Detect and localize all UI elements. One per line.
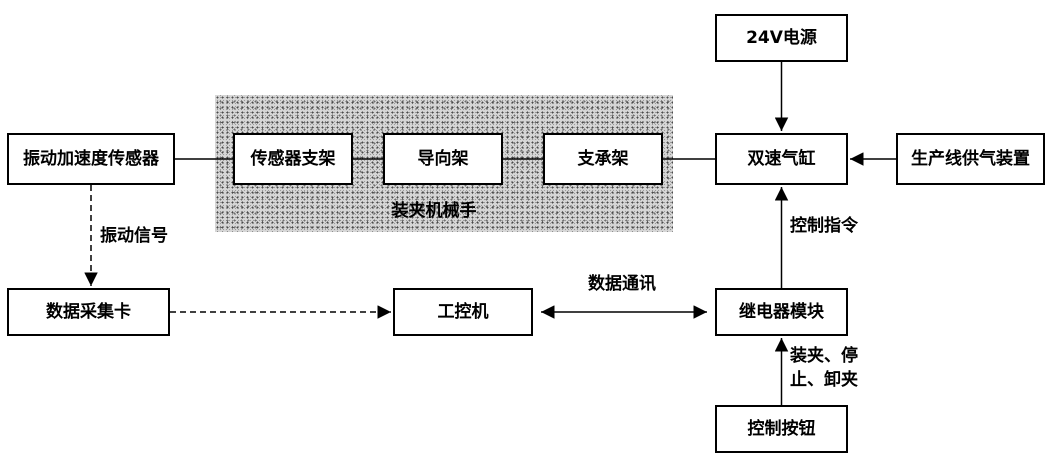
node-data-acquisition-card: 数据采集卡 [7,288,170,336]
node-dual-speed-cylinder: 双速气缸 [715,133,848,185]
node-guide-frame: 导向架 [383,133,503,185]
edge-label-data-communication: 数据通讯 [588,274,656,294]
edge-label-clamp-stop-unclamp: 装夹、停 止、卸夹 [790,346,858,390]
node-24v-power-supply: 24V电源 [715,14,848,62]
node-support-frame: 支承架 [543,133,663,185]
node-vibration-acceleration-sensor: 振动加速度传感器 [7,133,175,185]
edge-label-control-command: 控制指令 [790,216,858,236]
node-relay-module: 继电器模块 [715,288,848,336]
node-production-line-gas-supply: 生产线供气装置 [896,133,1045,185]
node-industrial-computer: 工控机 [393,288,533,336]
node-sensor-bracket: 传感器支架 [233,133,353,185]
edge-label-vibration-signal: 振动信号 [100,226,168,246]
manipulator-group-label: 装夹机械手 [391,201,477,221]
node-control-button: 控制按钮 [715,405,848,453]
